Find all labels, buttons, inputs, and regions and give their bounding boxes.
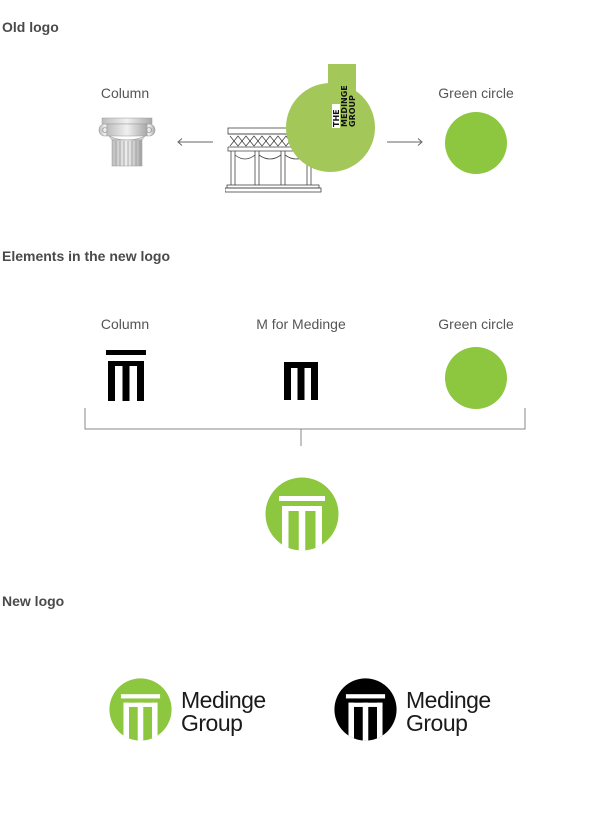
old-column-label: Column (100, 85, 150, 101)
section-title-elements: Elements in the new logo (2, 248, 171, 264)
bracket-connector (84, 408, 526, 446)
old-green-circle-label: Green circle (438, 85, 514, 101)
elements-m-label: M for Medinge (256, 316, 346, 332)
green-circle-old-right (445, 112, 507, 174)
arrow-left-icon (177, 138, 213, 146)
old-badge: THE MEDINGE GROUP (328, 64, 356, 130)
new-logo-green-word1: Medinge (181, 687, 266, 713)
elements-column-label: Column (100, 316, 150, 332)
new-logo-green-word2: Group (181, 710, 243, 736)
new-logo-black-word2: Group (406, 710, 468, 736)
new-logo-green-mark (109, 678, 172, 741)
new-logo-black-word1: Medinge (406, 687, 491, 713)
section-title-old-logo: Old logo (2, 19, 59, 35)
column-capital-icon (98, 117, 156, 167)
badge-line-the: THE (332, 109, 341, 127)
column-glyph-icon (106, 350, 146, 401)
new-logo-mark-combined (265, 477, 339, 551)
new-logo-black-mark (334, 678, 397, 741)
section-title-new-logo: New logo (2, 593, 65, 609)
m-glyph-icon (284, 362, 318, 400)
badge-line-group: GROUP (348, 95, 356, 127)
elements-green-circle-label: Green circle (438, 316, 514, 332)
green-circle-element (445, 347, 507, 409)
arrow-right-icon (387, 138, 423, 146)
badge-line-medinge: MEDINGE (340, 85, 349, 127)
